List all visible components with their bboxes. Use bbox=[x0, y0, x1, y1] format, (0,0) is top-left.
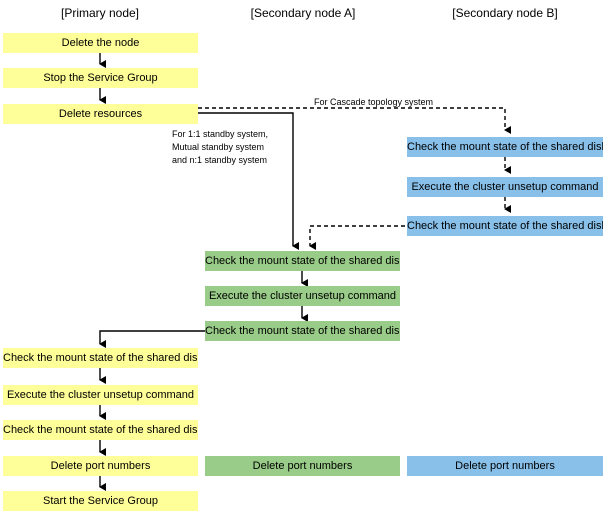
secondary-a-delete-port-numbers-step: Delete port numbers bbox=[205, 456, 400, 476]
secondary-b-check-mount-step-2: Check the mount state of the shared disk… bbox=[407, 216, 603, 236]
secondary-a-check-mount-step-2: Check the mount state of the shared disk… bbox=[205, 321, 400, 341]
secondary-b-execute-unsetup-step: Execute the cluster unsetup command bbox=[407, 177, 603, 197]
secondary-a-execute-unsetup-step: Execute the cluster unsetup command bbox=[205, 286, 400, 306]
primary-execute-unsetup-step: Execute the cluster unsetup command bbox=[3, 385, 198, 405]
standby-note-line3: and n:1 standby system bbox=[172, 155, 268, 165]
cascade-b-to-a-connector bbox=[309, 225, 405, 250]
cascade-to-b-connector bbox=[198, 107, 511, 134]
standby-note-line2: Mutual standby system bbox=[172, 142, 265, 152]
secondary-b-delete-port-numbers-step: Delete port numbers bbox=[407, 456, 603, 476]
primary-stop-service-group-step: Stop the Service Group bbox=[3, 68, 198, 88]
primary-start-service-group-step: Start the Service Group bbox=[3, 491, 198, 511]
secondary-a-check-mount-step-1: Check the mount state of the shared disk… bbox=[205, 251, 400, 271]
secondary-b-check-mount-step-1: Check the mount state of the shared disk… bbox=[407, 137, 603, 157]
return-to-primary-connector bbox=[99, 330, 205, 348]
primary-delete-node-step: Delete the node bbox=[3, 33, 198, 53]
secondary-node-a-heading: [Secondary node A] bbox=[250, 6, 356, 20]
standby-note-line1: For 1:1 standby system, bbox=[172, 129, 269, 139]
secondary-node-b-heading: [Secondary node B] bbox=[452, 6, 558, 20]
primary-check-mount-step-2: Check the mount state of the shared disk… bbox=[3, 420, 198, 440]
primary-check-mount-step-1: Check the mount state of the shared disk… bbox=[3, 348, 198, 368]
cascade-note: For Cascade topology system bbox=[314, 97, 434, 107]
primary-delete-resources-step: Delete resources bbox=[3, 104, 198, 124]
primary-node-heading: [Primary node] bbox=[60, 6, 140, 20]
primary-delete-port-numbers-step: Delete port numbers bbox=[3, 456, 198, 476]
